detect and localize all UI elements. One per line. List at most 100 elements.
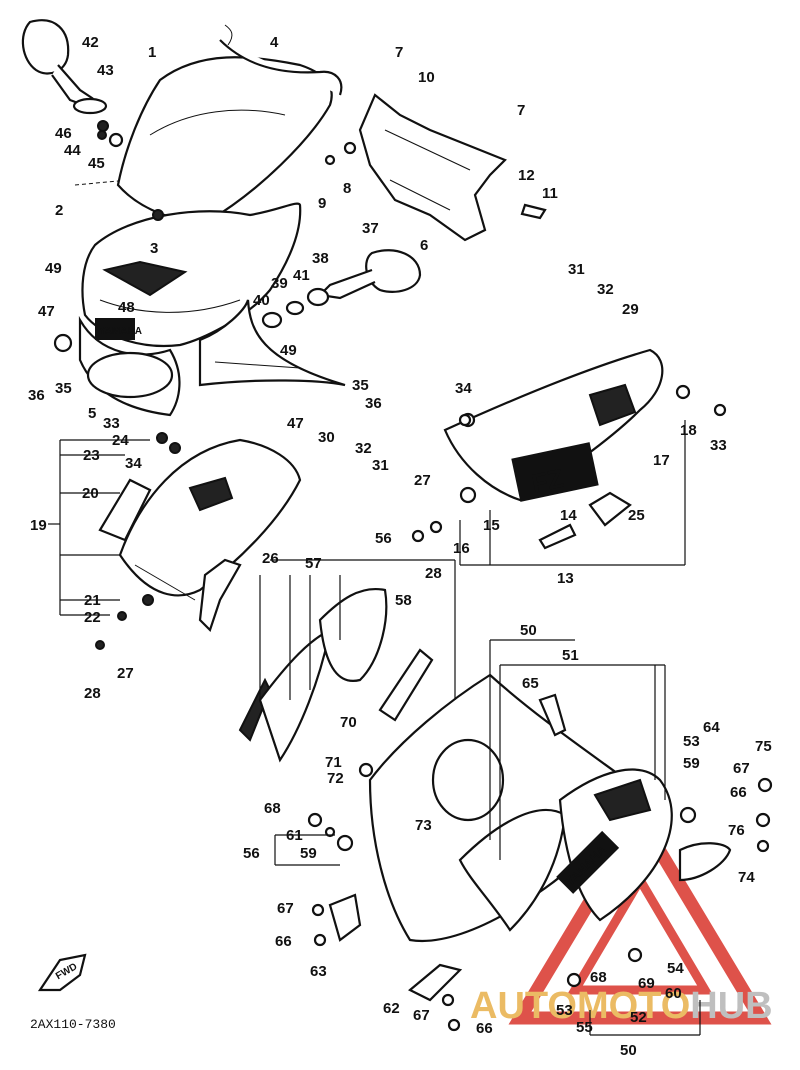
part-label-69: 69 xyxy=(638,975,655,992)
fz-decal xyxy=(511,442,599,502)
part-label-7-right: 7 xyxy=(517,102,525,119)
part-label-29: 29 xyxy=(622,301,639,318)
decal-panels-drawing xyxy=(238,587,434,763)
part-label-50-bottom: 50 xyxy=(620,1042,637,1059)
part-label-60: 60 xyxy=(665,985,682,1002)
part-label-59-left: 59 xyxy=(300,845,317,862)
part-label-64: 64 xyxy=(703,719,720,736)
part-label-8: 8 xyxy=(343,180,351,197)
part-label-10: 10 xyxy=(418,69,435,86)
part-label-37: 37 xyxy=(362,220,379,237)
part-label-28-right: 28 xyxy=(425,565,442,582)
watermark-part-4: HUB xyxy=(690,985,772,1027)
part-label-16: 16 xyxy=(453,540,470,557)
headlight-decal xyxy=(95,318,135,340)
part-label-62: 62 xyxy=(383,1000,400,1017)
part-labels: 42 43 46 44 45 2 1 4 3 7 10 7 9 8 12 11 … xyxy=(28,34,772,1059)
brackets-drawing xyxy=(328,893,463,1002)
leader-lines xyxy=(48,420,701,1036)
part-label-27-right: 27 xyxy=(414,472,431,489)
lower-cowling-drawing: YAMAHA xyxy=(368,673,732,942)
part-label-68-left: 68 xyxy=(264,800,281,817)
lower-decal xyxy=(556,830,620,894)
fwd-arrow: FWD xyxy=(37,953,87,992)
part-label-1: 1 xyxy=(148,44,156,61)
mirror-left-drawing xyxy=(21,19,156,211)
windscreen-drawing xyxy=(116,24,343,222)
part-label-42: 42 xyxy=(82,34,99,51)
stay-drawing xyxy=(324,93,547,242)
part-label-36-right: 36 xyxy=(365,395,382,412)
part-label-35-right: 35 xyxy=(352,377,369,394)
part-label-33-right: 33 xyxy=(710,437,727,454)
part-label-2: 2 xyxy=(55,202,63,219)
part-label-39: 39 xyxy=(271,275,288,292)
part-label-47-right: 47 xyxy=(287,415,304,432)
part-label-59-right: 59 xyxy=(683,755,700,772)
part-label-72: 72 xyxy=(327,770,344,787)
fasteners-drawing xyxy=(53,209,773,1032)
part-label-28-left: 28 xyxy=(84,685,101,702)
drawings: YAMAHA xyxy=(21,19,773,1036)
part-label-63: 63 xyxy=(310,963,327,980)
part-label-36-left: 36 xyxy=(28,387,45,404)
part-label-67-right: 67 xyxy=(733,760,750,777)
fz-decal-text: FZ xyxy=(529,463,566,499)
part-label-56-left: 56 xyxy=(243,845,260,862)
part-label-71: 71 xyxy=(325,754,342,771)
part-label-76: 76 xyxy=(728,822,745,839)
part-label-67-bottom: 67 xyxy=(413,1007,430,1024)
part-label-18: 18 xyxy=(680,422,697,439)
part-label-35-left: 35 xyxy=(55,380,72,397)
part-label-31-left: 31 xyxy=(372,457,389,474)
part-label-68-bottom: 68 xyxy=(590,969,607,986)
part-label-26: 26 xyxy=(262,550,279,567)
part-label-49-left: 49 xyxy=(45,260,62,277)
part-label-33-left: 33 xyxy=(103,415,120,432)
watermark-part-2: O xyxy=(547,985,577,1027)
part-label-23: 23 xyxy=(83,447,100,464)
part-label-30: 30 xyxy=(318,429,335,446)
part-label-32-left: 32 xyxy=(355,440,372,457)
part-label-57: 57 xyxy=(305,555,322,572)
part-label-6: 6 xyxy=(420,237,428,254)
upper-cowling-brand-text: YAMAHA xyxy=(99,326,142,337)
part-label-56-top: 56 xyxy=(375,530,392,547)
part-label-17: 17 xyxy=(653,452,670,469)
part-label-45: 45 xyxy=(88,155,105,172)
part-label-74: 74 xyxy=(738,869,755,886)
part-label-52: 52 xyxy=(630,1009,647,1026)
part-label-9: 9 xyxy=(318,195,326,212)
part-label-47-left: 47 xyxy=(38,303,55,320)
part-label-66-bottom: 66 xyxy=(476,1020,493,1037)
mirror-right-drawing xyxy=(261,249,422,329)
part-label-20: 20 xyxy=(82,485,99,502)
part-label-70: 70 xyxy=(340,714,357,731)
part-label-65: 65 xyxy=(522,675,539,692)
part-label-3: 3 xyxy=(150,240,158,257)
watermark-text: AUTOMOTOHUB xyxy=(470,985,773,1027)
part-label-41: 41 xyxy=(293,267,310,284)
part-label-12: 12 xyxy=(518,167,535,184)
part-label-21: 21 xyxy=(84,592,101,609)
part-label-38: 38 xyxy=(312,250,329,267)
part-label-46: 46 xyxy=(55,125,72,142)
part-label-24: 24 xyxy=(112,432,129,449)
part-label-53-top: 53 xyxy=(683,733,700,750)
watermark: AUTOMOTOHUB xyxy=(470,805,773,1027)
part-label-49-right: 49 xyxy=(280,342,297,359)
part-label-67-left: 67 xyxy=(277,900,294,917)
inner-panel-left-drawing xyxy=(98,438,302,633)
part-label-25: 25 xyxy=(628,507,645,524)
part-label-43: 43 xyxy=(97,62,114,79)
part-label-11: 11 xyxy=(542,185,558,202)
part-label-15: 15 xyxy=(483,517,500,534)
part-label-48: 48 xyxy=(118,299,135,316)
part-label-73: 73 xyxy=(415,817,432,834)
part-label-66-left: 66 xyxy=(275,933,292,950)
part-label-51: 51 xyxy=(562,647,579,664)
part-label-7-top: 7 xyxy=(395,44,403,61)
diagram-code: 2AX110-7380 xyxy=(30,1017,116,1032)
watermark-part-1: AUT xyxy=(470,985,548,1027)
